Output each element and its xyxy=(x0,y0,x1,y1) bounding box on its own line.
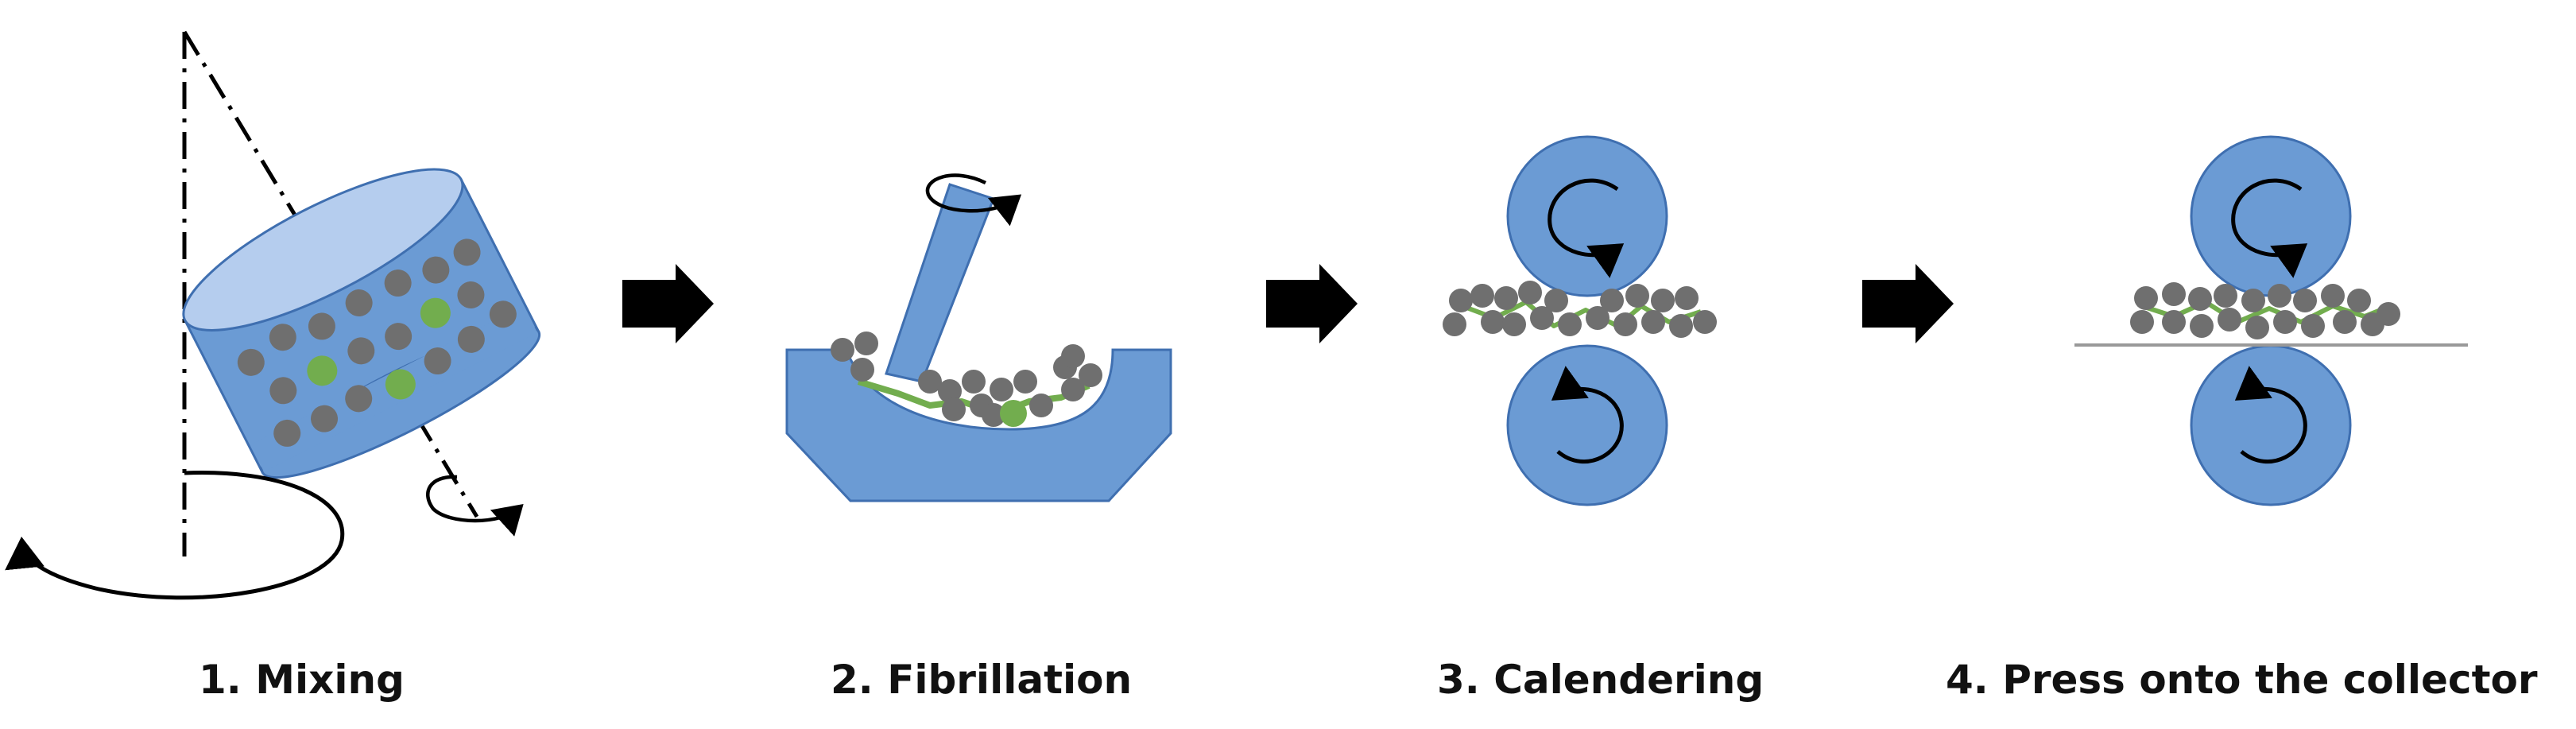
mortar xyxy=(785,348,1172,502)
step-label-mixing: 1. Mixing xyxy=(199,657,405,703)
press-particles xyxy=(2130,282,2400,339)
upper-roller-rotation-arrow xyxy=(1548,178,1625,278)
fibrillation-illustration xyxy=(785,173,1172,502)
upper-roller xyxy=(1506,135,1668,297)
mixing-drum xyxy=(182,168,541,479)
step-label-calendering: 3. Calendering xyxy=(1437,657,1764,703)
process-arrow-3 xyxy=(1862,264,1954,343)
process-arrow-1 xyxy=(622,264,714,343)
step-label-press: 4. Press onto the collector xyxy=(1946,657,2538,703)
press-lower-roller xyxy=(2190,344,2352,506)
process-arrow-2 xyxy=(1266,264,1358,343)
lower-roller-rotation-arrow xyxy=(1551,366,1624,463)
calender-particles xyxy=(1443,281,1717,338)
tilted-rotation-arrow xyxy=(426,475,524,537)
press-lower-rotation-arrow xyxy=(2234,366,2307,463)
press-binder-fibre xyxy=(2141,300,2386,324)
tilted-axis xyxy=(182,30,479,518)
drum-particles xyxy=(237,238,517,447)
step-label-fibrillation: 2. Fibrillation xyxy=(831,657,1132,703)
press-illustration xyxy=(2074,135,2468,506)
mixing-illustration xyxy=(5,30,541,600)
mortar-particles xyxy=(831,332,1102,427)
press-upper-rotation-arrow xyxy=(2231,178,2308,278)
press-upper-roller xyxy=(2190,135,2352,297)
lower-roller xyxy=(1506,344,1668,506)
vertical-rotation-arrow xyxy=(5,471,345,600)
pestle xyxy=(885,183,995,383)
calendering-illustration xyxy=(1443,135,1717,506)
pestle-rotation-arrow xyxy=(925,173,1022,227)
mortar-binder-particle xyxy=(1000,400,1027,427)
drum-binder-particles xyxy=(307,297,451,400)
drum-top xyxy=(182,168,464,332)
